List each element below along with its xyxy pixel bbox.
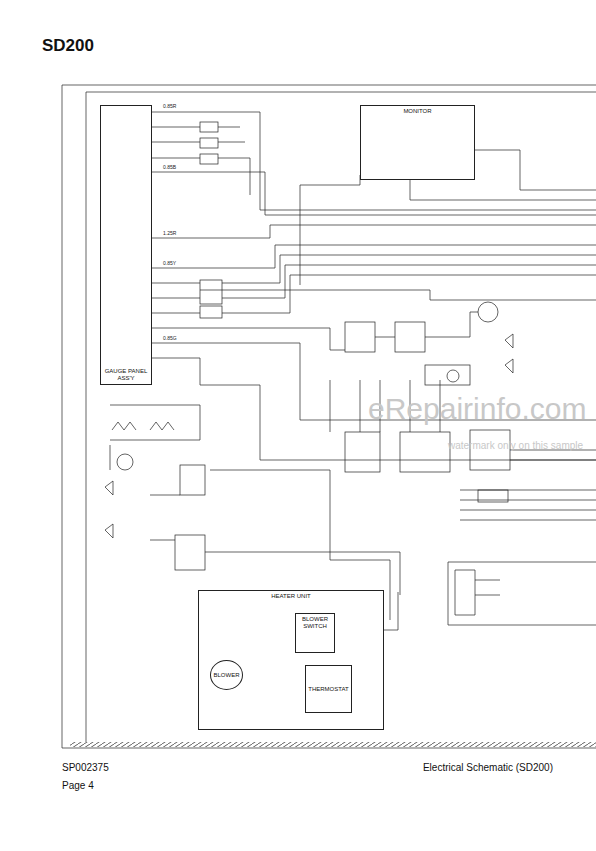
thermostat-box: THERMOSTAT: [305, 665, 352, 713]
watermark: watermark only on this sample: [448, 440, 583, 451]
wire-code: 0.85R: [163, 103, 176, 109]
blower-switch-box: BLOWER SWITCH: [295, 613, 335, 653]
gauge-panel: GAUGE PANEL ASS'Y: [100, 105, 152, 385]
footer-text: SP002375: [62, 762, 109, 773]
heater-unit-box: HEATER UNIT BLOWER SWITCH BLOWER THERMOSTAT: [198, 590, 384, 730]
wire-code: 1.25R: [163, 230, 176, 236]
node-label: GAUGE PANEL ASS'Y: [103, 368, 149, 382]
footer-text: Page 4: [62, 780, 94, 791]
wire-code: 0.85G: [163, 335, 177, 341]
node-label: HEATER UNIT: [271, 593, 311, 600]
footer-text: Electrical Schematic (SD200): [423, 762, 553, 773]
node-label: BLOWER SWITCH: [298, 616, 332, 630]
node-label: THERMOSTAT: [308, 686, 348, 693]
node-label: BLOWER: [213, 672, 239, 679]
page-title: SD200: [42, 36, 94, 56]
node-label: MONITOR: [403, 108, 431, 115]
watermark: eRepairinfo.com: [368, 392, 586, 426]
blower-motor: BLOWER: [210, 660, 243, 690]
wire-code: 0.85B: [163, 164, 176, 170]
monitor-box: MONITOR: [360, 105, 475, 180]
wire-code: 0.85Y: [163, 260, 176, 266]
